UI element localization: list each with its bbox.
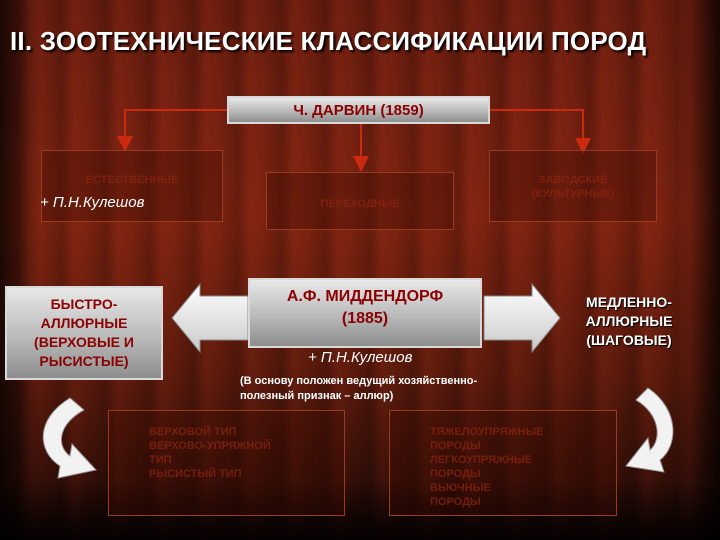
factory-group-box: ЗАВОДСКИЕ (КУЛЬТУРНЫЕ) bbox=[489, 150, 657, 222]
darwin-connector-lines bbox=[117, 109, 591, 172]
transitional-group-box: ПЕРЕХОДНЫЕ bbox=[266, 172, 454, 230]
kuleshov-addition-2: + П.Н.Кулешов bbox=[308, 349, 413, 366]
middendorf-label: А.Ф. МИДДЕНДОРФ (1885) bbox=[286, 288, 444, 327]
natural-group-box: ЕСТЕСТВЕННЫЕ bbox=[41, 150, 223, 222]
natural-group-label: ЕСТЕСТВЕННЫЕ bbox=[85, 174, 179, 186]
curtain-left bbox=[0, 0, 40, 540]
curved-arrow-left bbox=[42, 397, 97, 479]
arrow-right-block bbox=[483, 282, 561, 354]
darwin-box: Ч. ДАРВИН (1859) bbox=[227, 96, 490, 124]
middendorf-box: А.Ф. МИДДЕНДОРФ (1885) bbox=[248, 278, 482, 348]
slow-gait-label: МЕДЛЕННО- АЛЛЮРНЫЕ (ШАГОВЫЕ) bbox=[585, 294, 673, 348]
curved-arrow-right bbox=[625, 387, 674, 473]
fast-types-list: ВЕРХОВОЙ ТИП ВЕРХОВО-УПРЯЖНОЙ ТИП РЫСИСТ… bbox=[149, 426, 271, 480]
fast-gait-box: БЫСТРО- АЛЛЮРНЫЕ (ВЕРХОВЫЕ И РЫСИСТЫЕ) bbox=[5, 286, 163, 380]
middendorf-note: (В основу положен ведущий хозяйственно- … bbox=[240, 375, 478, 402]
factory-group-label: ЗАВОДСКИЕ (КУЛЬТУРНЫЕ) bbox=[531, 174, 615, 200]
fast-gait-label: БЫСТРО- АЛЛЮРНЫЕ (ВЕРХОВЫЕ И РЫСИСТЫЕ) bbox=[34, 296, 134, 369]
stage-floor bbox=[0, 480, 720, 540]
slow-types-list: ТЯЖЕЛОУПРЯЖНЫЕ ПОРОДЫ ЛЕГКОУПРЯЖНЫЕ ПОРО… bbox=[430, 426, 544, 508]
slide-title: II. ЗООТЕХНИЧЕСКИЕ КЛАССИФИКАЦИИ ПОРОД bbox=[10, 26, 647, 56]
transitional-group-label: ПЕРЕХОДНЫЕ bbox=[320, 198, 400, 210]
fast-types-box: ВЕРХОВОЙ ТИП ВЕРХОВО-УПРЯЖНОЙ ТИП РЫСИСТ… bbox=[108, 410, 345, 516]
slow-types-box: ТЯЖЕЛОУПРЯЖНЫЕ ПОРОДЫ ЛЕГКОУПРЯЖНЫЕ ПОРО… bbox=[389, 410, 617, 516]
arrow-left-block bbox=[171, 282, 249, 354]
darwin-label: Ч. ДАРВИН (1859) bbox=[293, 101, 424, 119]
kuleshov-addition-1: + П.Н.Кулешов bbox=[40, 194, 145, 211]
